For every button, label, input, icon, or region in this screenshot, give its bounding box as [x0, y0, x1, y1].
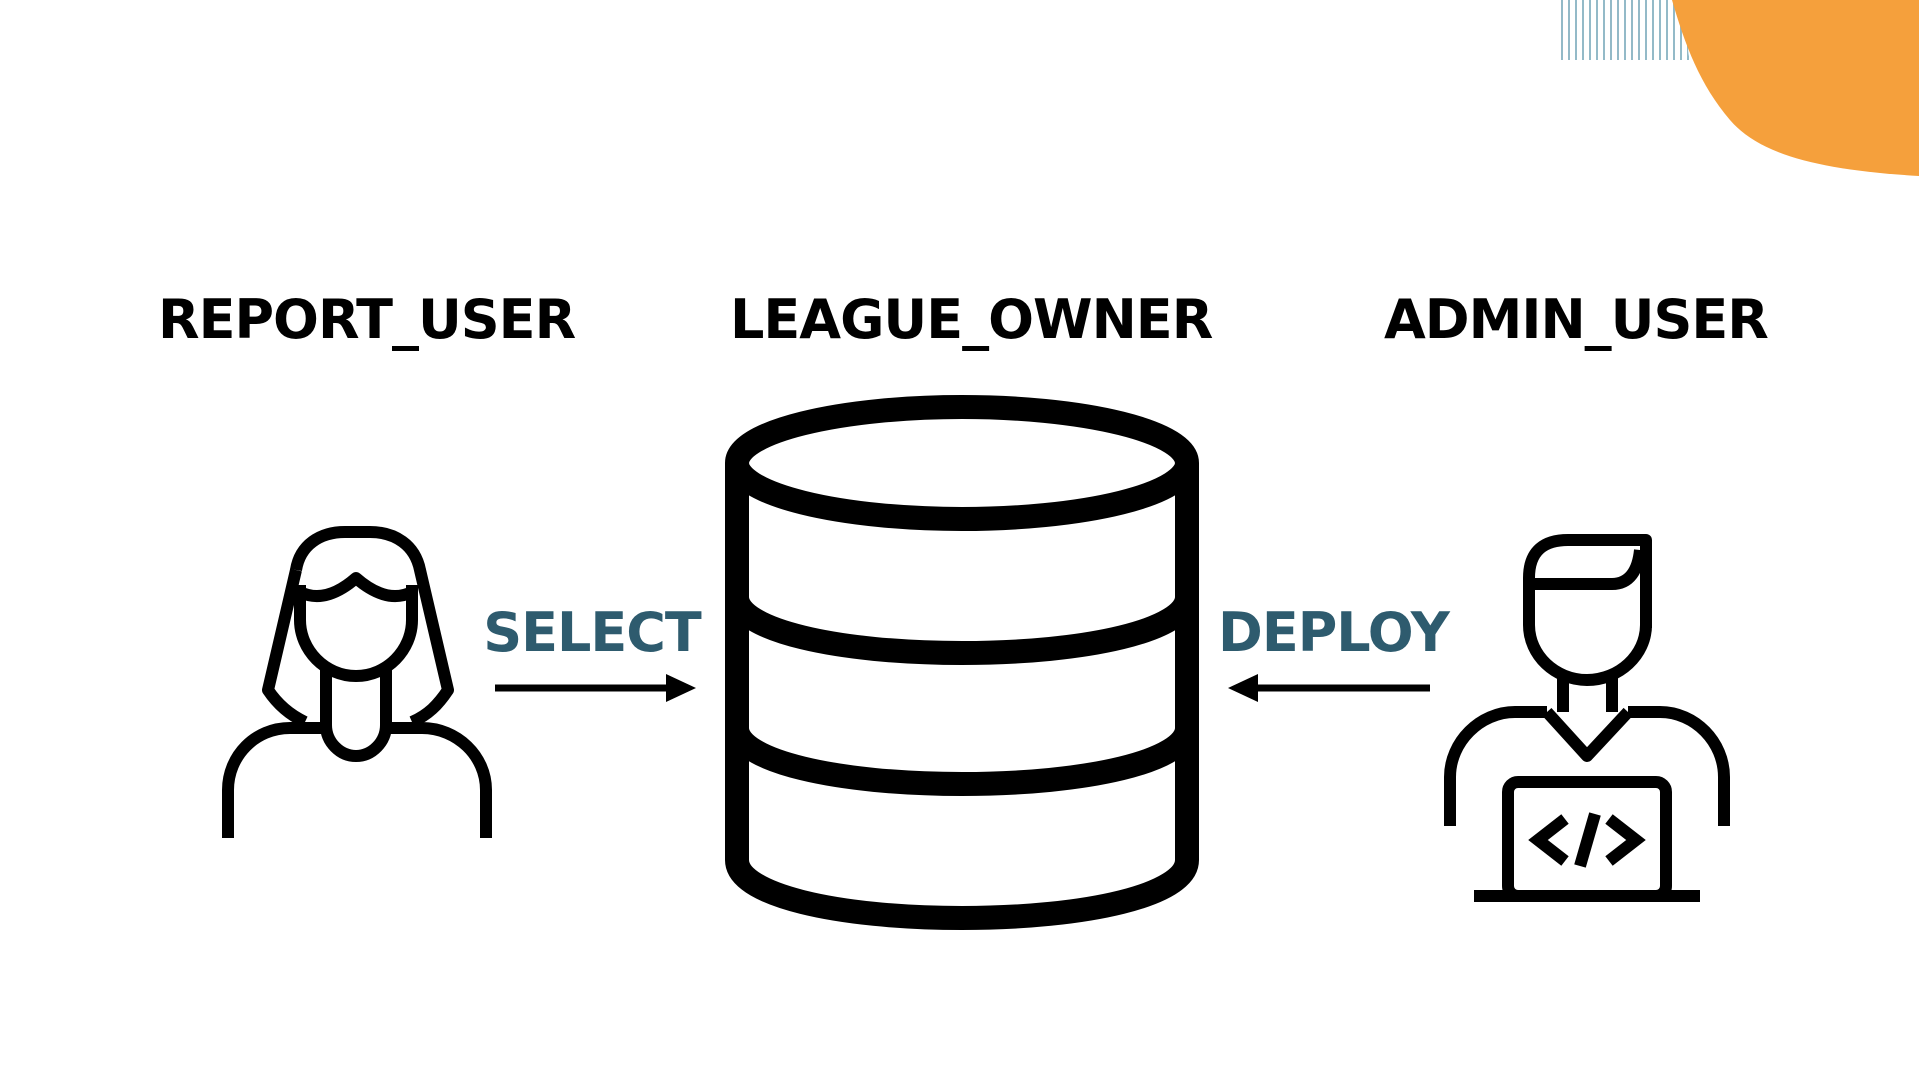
league-owner-label: LEAGUE_OWNER [730, 288, 1213, 351]
report-user-label: REPORT_USER [158, 288, 576, 351]
select-arrow [495, 674, 696, 702]
code-icon [1528, 812, 1646, 868]
teal-stripes-decoration [1560, 0, 1700, 60]
orange-swoosh-decoration [1672, 0, 1919, 176]
developer-laptop-icon [1444, 534, 1730, 902]
deploy-arrow [1228, 674, 1430, 702]
database-icon [725, 395, 1199, 930]
admin-user-label: ADMIN_USER [1384, 288, 1769, 351]
female-user-icon [222, 526, 492, 838]
select-action-label: SELECT [483, 601, 702, 664]
deploy-action-label: DEPLOY [1218, 601, 1450, 664]
